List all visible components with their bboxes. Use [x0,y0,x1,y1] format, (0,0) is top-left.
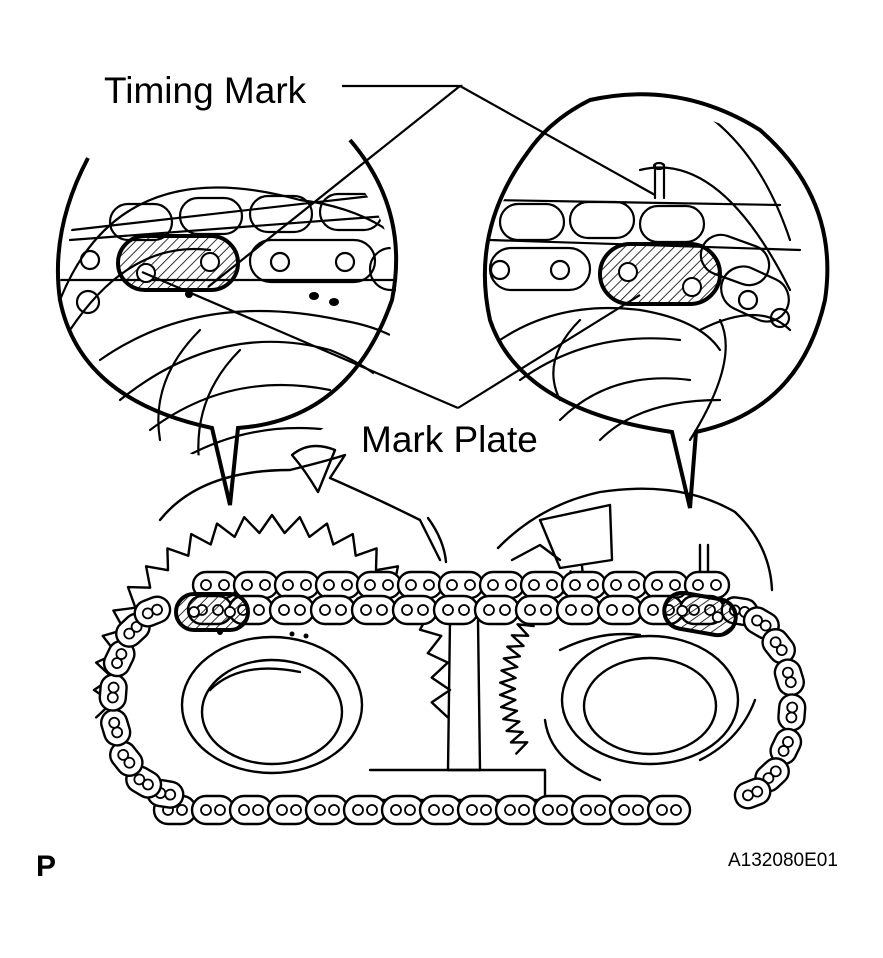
mark-plate-leader-left [141,270,459,410]
left-mark-plate-link [116,234,240,292]
chain-link [519,570,567,600]
timing-mark-leader-right [459,85,656,196]
chain-link [342,794,388,826]
chain-link [355,570,403,600]
right-magnifier-ring [482,92,830,509]
chain-link [232,570,280,600]
chain-link [98,673,128,712]
chain-link [109,740,144,777]
chain-link [683,570,731,600]
chain-link [100,708,132,747]
mark-plate-link [174,592,250,632]
chain-link [560,570,608,600]
chain-link [456,794,502,826]
chain-link [268,594,316,626]
view-letter-label: P [36,850,57,883]
chain-link [478,570,526,600]
leader-lines [141,84,656,410]
chain-link [596,594,644,626]
timing-mark-leader-left [207,84,464,288]
chain-link [601,570,649,600]
chain-link [350,594,398,626]
chain-link [532,794,578,826]
chain-link [309,594,357,626]
chain-link [733,777,772,810]
timing-mark-label: Timing Mark [104,70,307,111]
chain-link [273,570,321,600]
chain-link [304,794,350,826]
chain-link [314,570,362,600]
chain-link [777,693,807,732]
chain-link [646,794,692,826]
chain-link [514,594,562,626]
chain-link [133,595,172,628]
chain-link [396,570,444,600]
chain-link [432,594,480,626]
center-web [446,618,482,772]
housing-bracket [290,444,337,494]
mark-plate-leader-right [457,294,641,409]
right-detail-magnifier [482,92,830,509]
left-sprocket-hub [180,635,364,775]
mark-plate-link [662,590,738,638]
left-magnifier-ring [55,138,399,506]
right-mark-plate-link [598,242,722,306]
chain-link [437,570,485,600]
chain-link [228,794,274,826]
chain-link [608,794,654,826]
timing-mark-dot [217,629,223,635]
chain-link [494,794,540,826]
chain-link [391,594,439,626]
chain-link [190,794,236,826]
mark-plate-label: Mark Plate [361,419,538,460]
chain-link [555,594,603,626]
camshaft-sprocket-assembly [92,444,774,802]
chain-link [570,794,616,826]
chain-link [266,794,312,826]
camshaft-housing-right [496,487,774,592]
chain-link [418,794,464,826]
figure-code-label: A132080E01 [728,850,838,871]
camshaft-housing-left [158,453,442,562]
left-detail-magnifier [55,138,399,506]
right-sprocket-hub [560,634,740,766]
chain-link [380,794,426,826]
timing-mark-dot [303,633,309,639]
timing-mark-dot [289,631,295,637]
timing-chain [98,570,807,826]
chain-link [473,594,521,626]
chain-link [761,628,796,665]
